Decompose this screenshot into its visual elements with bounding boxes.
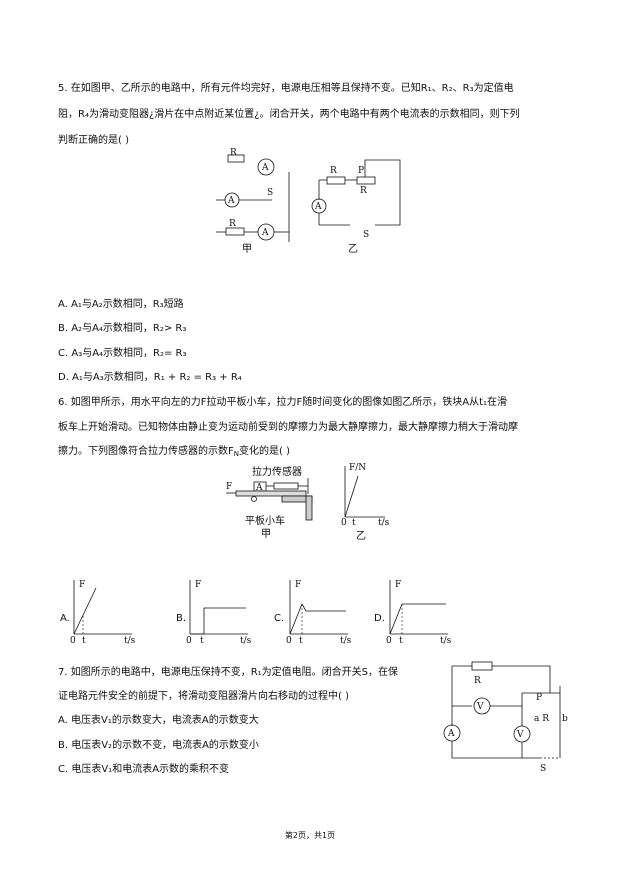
- q5-option-b: B. A₂与A₄示数相同，R₂> R₃: [58, 323, 187, 334]
- svg-text:t/s: t/s: [340, 636, 352, 646]
- q6-option-a: A.: [60, 613, 70, 624]
- svg-text:t/s: t/s: [440, 636, 452, 646]
- svg-text:A: A: [255, 483, 263, 493]
- svg-text:0: 0: [286, 636, 292, 646]
- svg-text:F: F: [226, 482, 232, 492]
- svg-text:b: b: [562, 714, 568, 724]
- svg-text:S: S: [540, 764, 546, 774]
- q5-fig-label-jia: 甲: [242, 244, 252, 255]
- svg-text:F: F: [195, 580, 201, 590]
- q6-fig-label-jia: 甲: [261, 529, 271, 540]
- q6-line3: 擦力。下列图像符合拉力传感器的示数FN变化的是( ): [58, 446, 290, 458]
- q6-option-d: D.: [374, 613, 385, 624]
- svg-text:a R: a R: [534, 714, 549, 724]
- q6-graph-yi: F/N 0 t t/s: [341, 463, 390, 528]
- q6-line2: 板车上开始滑动。已知物体由静止变为运动前受到的摩擦力为最大静摩擦力，最大静摩擦力…: [58, 422, 518, 433]
- q7-option-a: A. 电压表V₁的示数变大，电流表A的示数变大: [58, 715, 259, 726]
- svg-text:0: 0: [186, 636, 192, 646]
- svg-text:t/s: t/s: [378, 518, 390, 528]
- svg-text:0: 0: [341, 518, 347, 528]
- svg-text:P: P: [358, 166, 364, 176]
- q7-option-b: B. 电压表V₂的示数不变，电流表A的示数变小: [58, 740, 259, 751]
- svg-text:A: A: [227, 196, 235, 206]
- svg-text:V: V: [476, 702, 484, 712]
- q5-circuit-jia: R A A S R A: [216, 148, 290, 242]
- svg-text:t: t: [299, 636, 303, 646]
- svg-text:P: P: [536, 693, 542, 703]
- svg-text:R: R: [229, 219, 236, 229]
- svg-text:t: t: [82, 636, 86, 646]
- svg-text:R: R: [330, 166, 337, 176]
- q7-circuit: R A V V P a R b S: [443, 661, 568, 774]
- svg-text:S: S: [267, 188, 273, 198]
- svg-text:0: 0: [386, 636, 392, 646]
- svg-text:A: A: [261, 163, 269, 173]
- svg-text:A: A: [447, 729, 455, 739]
- q6-graph-a: F 0 t t/s: [70, 580, 136, 646]
- q7-line2: 证电路元件安全的前提下，将滑动变阻器滑片向右移动的过程中( ): [58, 691, 349, 702]
- svg-text:A: A: [314, 202, 322, 212]
- q6-option-b: B.: [176, 613, 187, 624]
- svg-text:F: F: [395, 580, 401, 590]
- q6-option-c: C.: [274, 613, 285, 624]
- svg-text:0: 0: [70, 636, 76, 646]
- svg-text:V: V: [516, 730, 524, 740]
- q6-fig-label-yi: 乙: [356, 531, 366, 542]
- svg-text:t: t: [399, 636, 403, 646]
- q6-sensor-label: 拉力传感器: [252, 467, 302, 478]
- q6-line1: 6. 如图甲所示，用水平向左的力F拉动平板小车，拉力F随时间变化的图像如图乙所示…: [58, 397, 507, 408]
- q5-line2: 阻，R₄为滑动变阻器¿滑片在中点附近某位置¿。闭合开关，两个电路中有两个电流表的…: [58, 109, 520, 120]
- svg-text:t/s: t/s: [240, 636, 252, 646]
- q5-option-a: A. A₁与A₂示数相同，R₃短路: [58, 299, 184, 310]
- q6-graph-b: F 0 t t/s: [186, 580, 252, 646]
- svg-text:R: R: [360, 186, 367, 196]
- q5-line3: 判断正确的是( ): [58, 135, 129, 146]
- q7-line1: 7. 如图所示的电路中，电源电压保持不变，R₁为定值电阻。闭合开关S，在保: [58, 667, 399, 678]
- q6-graph-d: F 0 t t/s: [386, 580, 452, 646]
- svg-text:t: t: [200, 636, 204, 646]
- q7-option-c: C. 电压表V₁和电流表A示数的乘积不变: [58, 764, 230, 775]
- svg-text:S: S: [363, 230, 369, 240]
- q5-fig-label-yi: 乙: [348, 244, 358, 255]
- q5-line1: 5. 在如图甲、乙所示的电路中，所有元件均完好，电源电压相等且保持不变。已知R₁…: [58, 83, 514, 94]
- svg-text:A: A: [261, 228, 269, 238]
- svg-text:F/N: F/N: [349, 463, 366, 473]
- q6-graph-c: F 0 t t/s: [286, 580, 352, 646]
- svg-text:F: F: [79, 580, 85, 590]
- svg-text:R: R: [230, 148, 237, 158]
- q5-option-d: D. A₁与A₃示数相同，R₁ + R₂ = R₃ + R₄: [58, 372, 242, 383]
- q6-cart-label: 平板小车: [245, 516, 285, 527]
- svg-text:t/s: t/s: [124, 636, 136, 646]
- q5-circuit-yi: R R P A S: [311, 159, 401, 240]
- page-footer: 第2页，共1页: [284, 831, 336, 840]
- svg-text:F: F: [295, 580, 301, 590]
- svg-text:t: t: [352, 518, 356, 528]
- q5-option-c: C. A₃与A₄示数相同，R₂= R₃: [58, 348, 187, 359]
- q6-cart-figure: A F: [226, 478, 313, 521]
- svg-text:R: R: [474, 676, 481, 686]
